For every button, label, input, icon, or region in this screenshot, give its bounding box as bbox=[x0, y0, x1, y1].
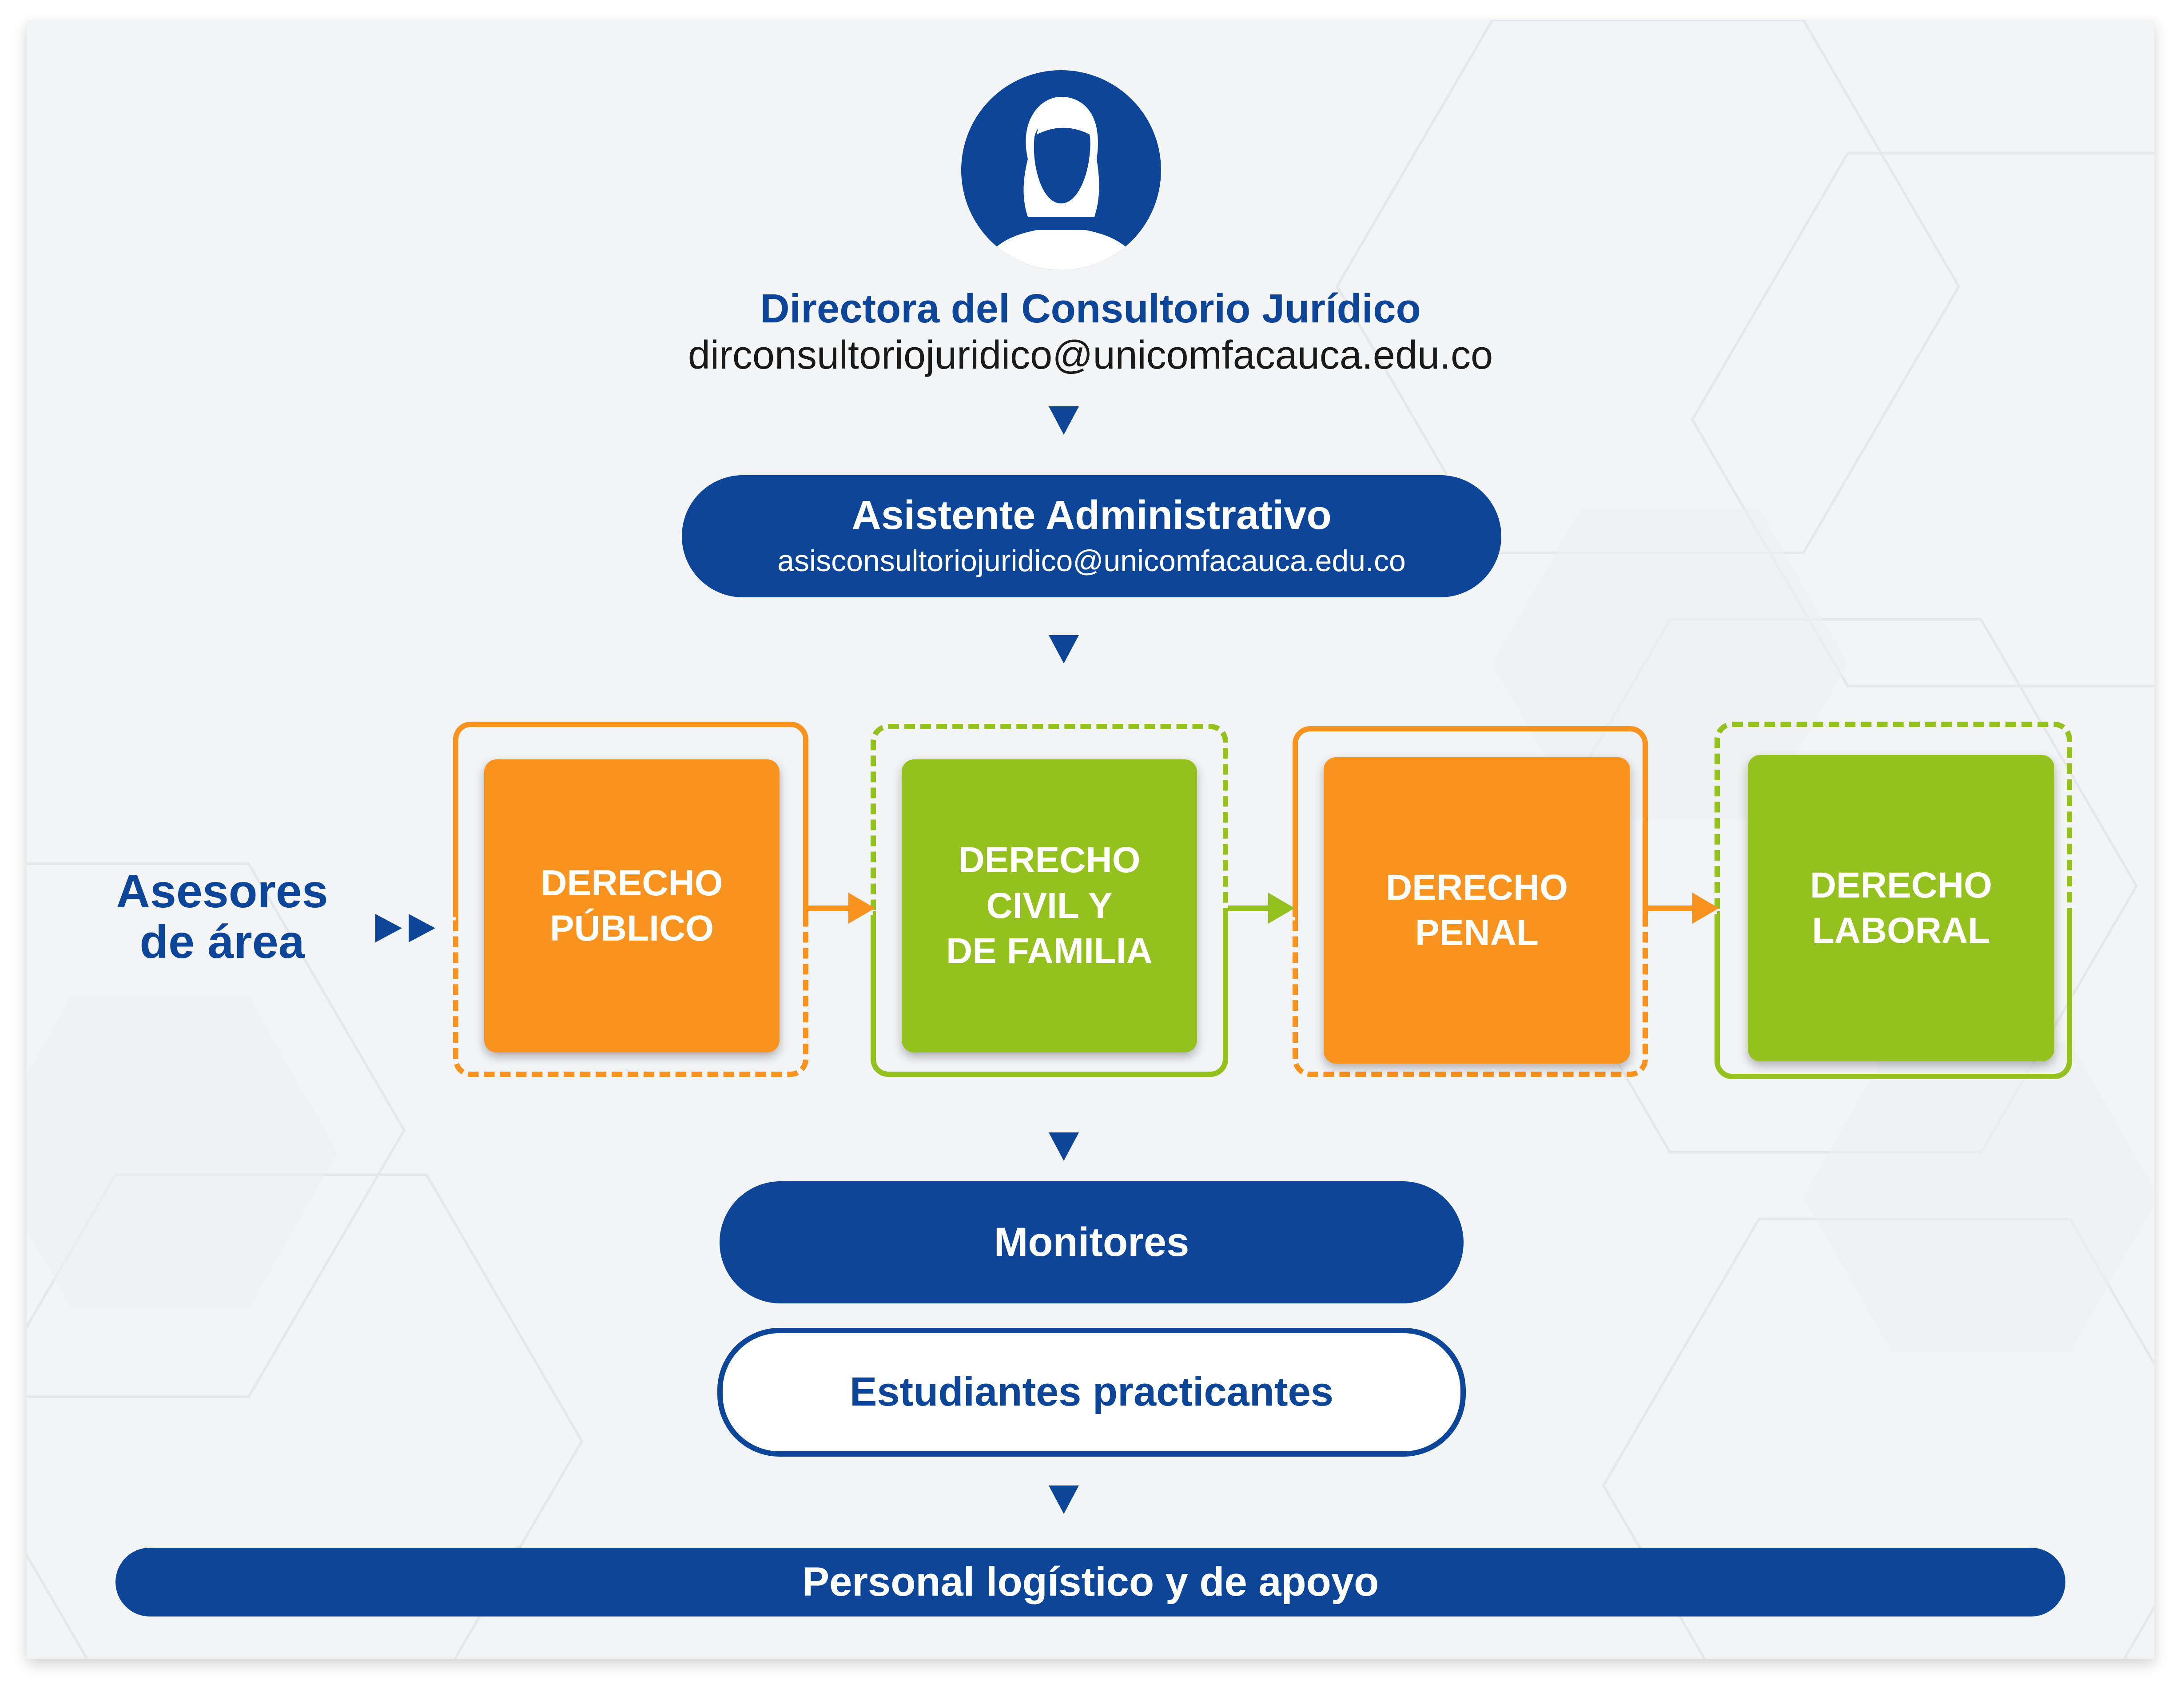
assistant-email[interactable]: asisconsultoriojuridico@unicomfacauca.ed… bbox=[777, 544, 1406, 578]
arrow-down-icon bbox=[1049, 406, 1079, 435]
arrow-right-icon bbox=[808, 893, 875, 924]
director-avatar bbox=[961, 70, 1161, 270]
female-user-icon bbox=[961, 70, 1161, 270]
hexagon-background bbox=[27, 20, 2154, 1659]
assistant-title: Asistente Administrativo bbox=[851, 492, 1332, 538]
monitors-label: Monitores bbox=[994, 1219, 1189, 1265]
students-label: Estudiantes practicantes bbox=[849, 1369, 1334, 1415]
area-frame-bottom bbox=[871, 915, 1228, 1077]
support-label: Personal logístico y de apoyo bbox=[802, 1559, 1379, 1605]
area-frame-top bbox=[1293, 726, 1648, 917]
arrow-down-icon bbox=[1049, 635, 1079, 663]
area-frame-top bbox=[453, 722, 808, 917]
support-staff-bar: Personal logístico y de apoyo bbox=[115, 1548, 2065, 1617]
director-title: Directora del Consultorio Jurídico bbox=[760, 286, 1421, 331]
org-chart-card: Directora del Consultorio Jurídico dirco… bbox=[27, 20, 2154, 1659]
students-box: Estudiantes practicantes bbox=[717, 1328, 1466, 1457]
arrow-down-icon bbox=[1049, 1485, 1079, 1514]
area-frame-bottom bbox=[1715, 915, 2072, 1079]
double-chevron-right-icon bbox=[375, 914, 435, 942]
arrow-right-icon bbox=[1648, 893, 1719, 924]
area-derecho-laboral: DERECHO LABORAL bbox=[1748, 755, 2054, 1061]
arrow-right-icon bbox=[1228, 893, 1295, 924]
area-frame-bottom bbox=[453, 915, 808, 1077]
area-derecho-penal: DERECHO PENAL bbox=[1324, 757, 1630, 1064]
area-derecho-civil-familia: DERECHO CIVIL Y DE FAMILIA bbox=[902, 759, 1197, 1053]
area-derecho-publico: DERECHO PÚBLICO bbox=[484, 759, 780, 1053]
advisors-label: Asesores de área bbox=[116, 865, 328, 969]
area-frame-top bbox=[1715, 722, 2072, 917]
area-frame-bottom bbox=[1293, 915, 1648, 1077]
assistant-box: Asistente Administrativo asisconsultorio… bbox=[682, 475, 1501, 597]
arrow-down-icon bbox=[1049, 1132, 1079, 1161]
director-email[interactable]: dirconsultoriojuridico@unicomfacauca.edu… bbox=[688, 333, 1493, 377]
area-frame-top bbox=[871, 724, 1228, 917]
monitors-box: Monitores bbox=[720, 1181, 1464, 1303]
